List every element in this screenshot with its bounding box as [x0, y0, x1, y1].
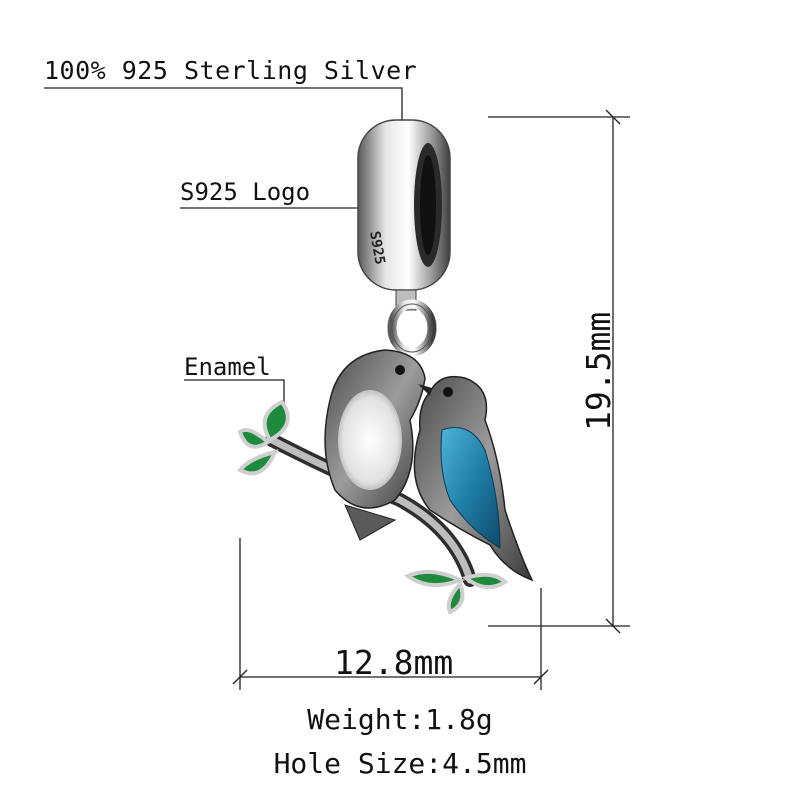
bail-stamp: S925 — [366, 230, 388, 266]
branch — [265, 433, 477, 587]
weight-spec: Weight:1.8g — [307, 703, 493, 736]
charm-bail: S925 — [357, 119, 451, 291]
height-dimension-label: 19.5mm — [579, 311, 618, 431]
jump-ring — [387, 289, 437, 357]
logo-callout: S925 Logo — [180, 178, 311, 206]
left-bird — [324, 349, 426, 541]
right-bird — [413, 375, 534, 582]
material-leader-line — [44, 87, 403, 160]
logo-leader-line — [180, 207, 385, 229]
enamel-leaves — [236, 399, 509, 615]
width-dimension-label: 12.8mm — [334, 643, 454, 682]
dimension-lines — [232, 109, 630, 690]
enamel-callout: Enamel — [184, 353, 271, 381]
enamel-leader-line — [184, 379, 285, 410]
material-callout: 100% 925 Sterling Silver — [44, 56, 418, 85]
hole-size-spec: Hole Size:4.5mm — [273, 747, 527, 780]
